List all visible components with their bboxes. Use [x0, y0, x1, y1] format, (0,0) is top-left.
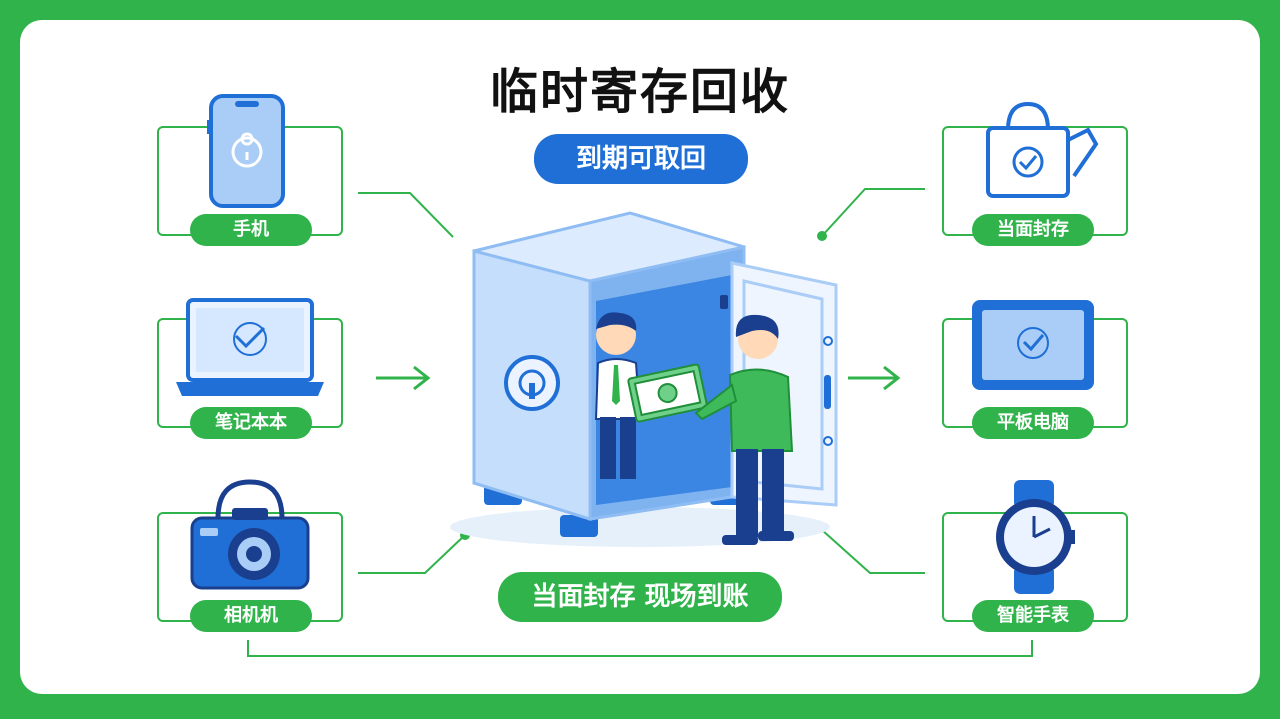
device-label-phone: 手机	[190, 214, 312, 246]
arrow-left	[376, 365, 431, 391]
sealed-bag-icon	[986, 101, 1099, 198]
page-title: 临时寄存回收	[489, 64, 790, 120]
device-label-watch: 智能手表	[972, 600, 1094, 632]
device-label-sealed-bag: 当面封存	[972, 214, 1094, 246]
camera-icon	[190, 479, 310, 590]
arrow-right	[848, 365, 901, 391]
smartphone-icon	[207, 94, 285, 208]
safe-illustration	[450, 211, 838, 547]
device-label-camera: 相机机	[190, 600, 312, 632]
device-label-tablet: 平板电脑	[972, 407, 1094, 439]
subtitle-pill: 到期可取回	[534, 134, 748, 184]
slogan-pill: 当面封存 现场到账	[498, 572, 782, 622]
laptop-icon	[176, 298, 324, 396]
smartwatch-icon	[996, 480, 1075, 594]
tablet-icon	[972, 300, 1094, 390]
device-label-laptop: 笔记本本	[190, 407, 312, 439]
